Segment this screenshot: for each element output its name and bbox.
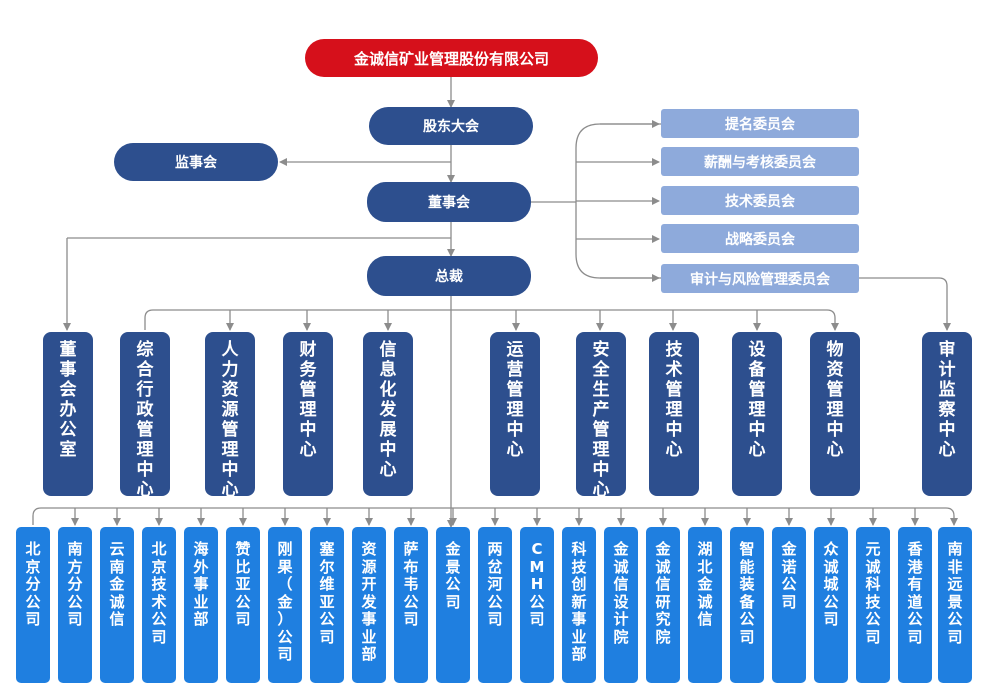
subsidiary-box: 北京分公司 [16,527,50,683]
department-box: 人力资源管理中心 [205,332,255,500]
subsidiary-box: 海外事业部 [184,527,218,683]
subsidiary-box: 金景公司 [436,527,470,683]
department-box-label: 审计监察中心 [938,340,956,460]
subsidiary-box: 金诺公司 [772,527,806,683]
department-box-label: 信息化发展中心 [379,340,397,480]
connector-line [144,309,839,331]
subsidiary-box: 金诚信研究院 [646,527,680,683]
department-box: 信息化发展中心 [363,332,413,496]
subsidiary-box-label: 智能装备公司 [739,540,755,646]
subsidiary-box-label: 萨布韦公司 [403,540,419,628]
subsidiary-box: 智能装备公司 [730,527,764,683]
department-box-label: 综合行政管理中心 [136,340,154,500]
department-box-label: 财务管理中心 [299,340,317,460]
subsidiary-box: 萨布韦公司 [394,527,428,683]
subsidiary-box-label: 元诚科技公司 [865,540,881,646]
department-box-label: 董事会办公室 [59,340,77,460]
subsidiary-box-label: 两岔河公司 [487,540,503,628]
connector-line [32,507,958,526]
department-box: 董事会办公室 [43,332,93,496]
subsidiary-box-label: 湖北金诚信 [697,540,713,628]
subsidiary-box: 云南金诚信 [100,527,134,683]
committee-box: 薪酬与考核委员会 [661,147,859,176]
president-box: 总裁 [367,256,531,296]
subsidiary-box-label: 香港有道公司 [907,540,923,646]
subsidiary-box-label: 塞尔维亚公司 [319,540,335,646]
subsidiary-box: 刚果（金）公司 [268,527,302,683]
subsidiary-box: 湖北金诚信 [688,527,722,683]
subsidiary-box-label: 资源开发事业部 [361,540,377,663]
department-box-label: 运营管理中心 [506,340,524,460]
subsidiary-box-label: 北京技术公司 [151,540,167,646]
connector-line [859,277,951,331]
subsidiary-box: 北京技术公司 [142,527,176,683]
committee-box: 战略委员会 [661,224,859,253]
subsidiary-box-label: 金诺公司 [781,540,797,611]
subsidiary-box: 南非远景公司 [938,527,972,683]
supervisors-box: 监事会 [114,143,278,181]
department-box: 综合行政管理中心 [120,332,170,500]
subsidiary-box: 科技创新事业部 [562,527,596,683]
department-box-label: 物资管理中心 [826,340,844,460]
subsidiary-box-label: 金景公司 [445,540,461,611]
department-box: 技术管理中心 [649,332,699,496]
subsidiary-box: 香港有道公司 [898,527,932,683]
subsidiary-box: 众诚城公司 [814,527,848,683]
subsidiary-box-label: 北京分公司 [25,540,41,628]
department-box: 财务管理中心 [283,332,333,496]
subsidiary-box-label: 科技创新事业部 [571,540,587,663]
subsidiary-box-label: 云南金诚信 [109,540,125,628]
department-box: 运营管理中心 [490,332,540,496]
subsidiary-box-label: 众诚城公司 [823,540,839,628]
department-box-label: 人力资源管理中心 [221,340,239,500]
subsidiary-box-label: 南非远景公司 [947,540,963,646]
subsidiary-box: 南方分公司 [58,527,92,683]
board-box: 董事会 [367,182,531,222]
department-box: 设备管理中心 [732,332,782,496]
subsidiary-box: 两岔河公司 [478,527,512,683]
department-box-label: 安全生产管理中心 [592,340,610,500]
subsidiary-box-label: 赞比亚公司 [235,540,251,628]
subsidiary-box: 赞比亚公司 [226,527,260,683]
subsidiary-box-label: 南方分公司 [67,540,83,628]
committee-box: 技术委员会 [661,186,859,215]
subsidiary-box: CMH公司 [520,527,554,683]
subsidiary-box: 元诚科技公司 [856,527,890,683]
subsidiary-box-label: 金诚信研究院 [655,540,671,646]
shareholders-box: 股东大会 [369,107,533,145]
subsidiary-box: 资源开发事业部 [352,527,386,683]
subsidiary-box: 塞尔维亚公司 [310,527,344,683]
department-box: 审计监察中心 [922,332,972,496]
subsidiary-box-label: 海外事业部 [193,540,209,628]
subsidiary-box-label: 刚果（金）公司 [277,540,293,663]
subsidiary-box-label: 金诚信设计院 [613,540,629,646]
subsidiary-box-label: CMH公司 [529,540,545,628]
department-box-label: 设备管理中心 [748,340,766,460]
committee-box: 提名委员会 [661,109,859,138]
department-box: 安全生产管理中心 [576,332,626,500]
subsidiary-box: 金诚信设计院 [604,527,638,683]
committee-box: 审计与风险管理委员会 [661,264,859,293]
department-box-label: 技术管理中心 [665,340,683,460]
company-box: 金诚信矿业管理股份有限公司 [305,39,598,77]
department-box: 物资管理中心 [810,332,860,496]
